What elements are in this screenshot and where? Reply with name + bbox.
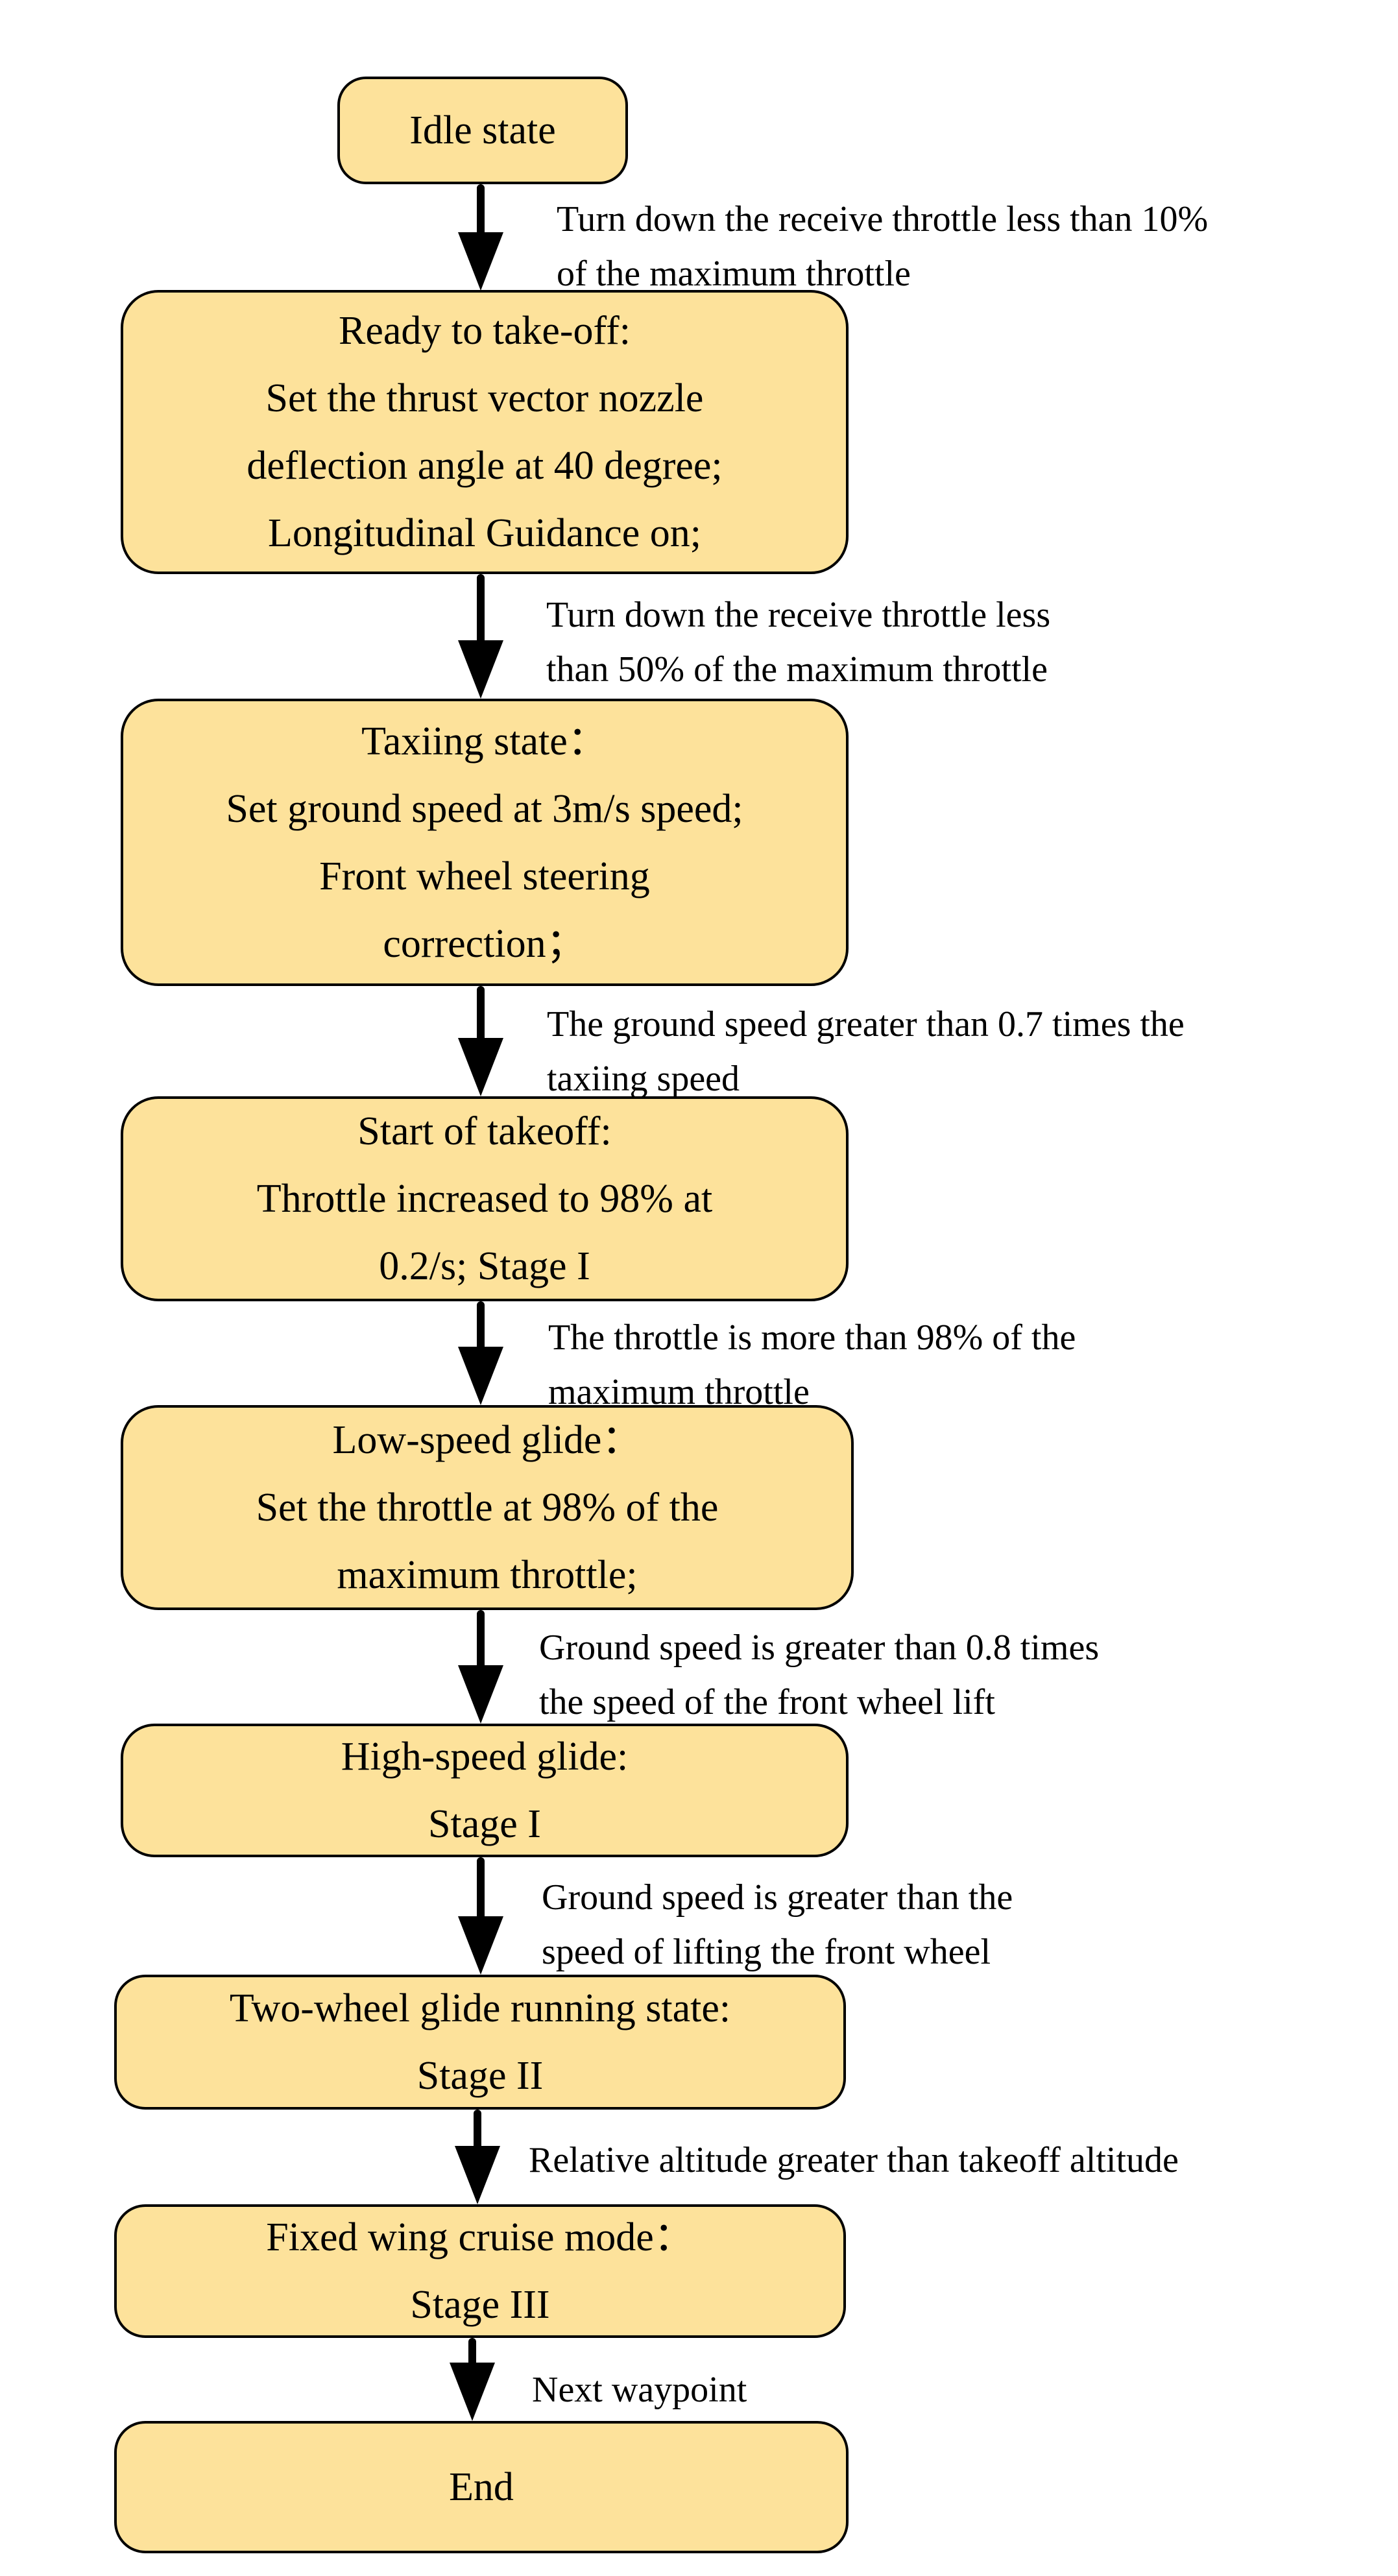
arrow-shaft (477, 1857, 485, 1919)
flow-arrow-4 (458, 1301, 503, 1405)
edge-label-ready-to-taxiing: Turn down the receive throttle less than… (546, 595, 1051, 690)
edge-label-two-wheel-to-cruise: Relative altitude greater than takeoff a… (529, 2140, 1179, 2180)
flow-node-low-speed-glide: Low-speed glide： Set the throttle at 98%… (121, 1405, 854, 1610)
arrow-head-icon (458, 1665, 503, 1724)
edge-label-idle-to-ready: Turn down the receive throttle less than… (557, 199, 1209, 294)
edge-label-start-to-low-speed: The throttle is more than 98% of the max… (548, 1318, 1076, 1412)
arrow-head-icon (455, 2146, 500, 2204)
flow-node-taxiing-state: Taxiing state： Set ground speed at 3m/s … (121, 699, 849, 986)
edge-label-cruise-to-end: Next waypoint (532, 2370, 747, 2410)
arrow-shaft (477, 986, 485, 1041)
flow-node-two-wheel-glide: Two-wheel glide running state: Stage II (114, 1975, 846, 2110)
flow-arrow-6 (458, 1857, 503, 1975)
flow-node-high-speed-glide: High-speed glide: Stage I (121, 1724, 849, 1857)
flow-node-start-of-takeoff: Start of takeoff: Throttle increased to … (121, 1096, 849, 1301)
flow-arrow-5 (458, 1610, 503, 1724)
flow-arrow-7 (455, 2110, 500, 2204)
flow-arrow-1 (458, 184, 503, 291)
arrow-shaft (477, 1301, 485, 1349)
arrow-head-icon (458, 1916, 503, 1975)
flow-arrow-8 (450, 2338, 495, 2421)
arrow-head-icon (458, 232, 503, 291)
arrow-shaft (477, 1610, 485, 1668)
arrow-shaft (477, 574, 485, 643)
flow-arrow-3 (458, 986, 503, 1096)
edge-label-high-to-two-wheel: Ground speed is greater than the speed o… (542, 1877, 1013, 1972)
arrow-shaft (468, 2338, 476, 2365)
arrow-head-icon (458, 1038, 503, 1096)
arrow-head-icon (458, 1347, 503, 1405)
arrow-head-icon (458, 640, 503, 699)
flow-arrow-2 (458, 574, 503, 699)
arrow-shaft (477, 184, 485, 235)
flow-node-ready-to-take-off: Ready to take-off: Set the thrust vector… (121, 290, 849, 574)
arrow-head-icon (450, 2363, 495, 2421)
flow-node-idle-state: Idle state (337, 77, 628, 184)
arrow-shaft (474, 2110, 481, 2149)
flow-node-end: End (114, 2421, 849, 2553)
flow-node-fixed-wing-cruise: Fixed wing cruise mode： Stage III (114, 2204, 846, 2338)
edge-label-taxiing-to-start: The ground speed greater than 0.7 times … (547, 1004, 1185, 1099)
edge-label-low-to-high-speed: Ground speed is greater than 0.8 times t… (539, 1628, 1100, 1722)
